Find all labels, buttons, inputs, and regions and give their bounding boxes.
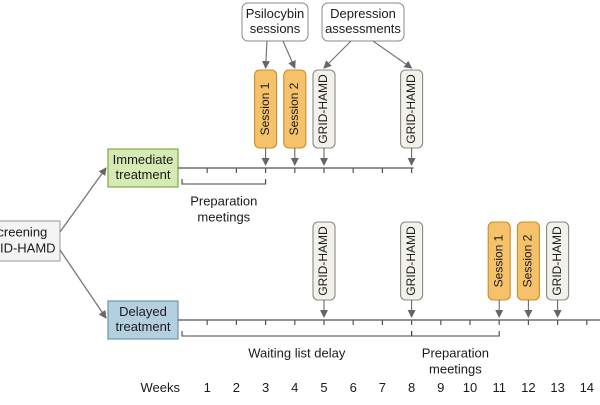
delayed-event-assessment: GRID-HAMD <box>312 221 336 318</box>
delayed-bracket <box>411 331 500 337</box>
immediate-event-session: Session 1 <box>254 69 278 166</box>
event-label: GRID-HAMD <box>404 74 418 144</box>
event-label: GRID-HAMD <box>550 226 564 296</box>
immediate-event-assessment: GRID-HAMD <box>400 69 424 166</box>
week-tick-label: 14 <box>580 380 594 395</box>
psilocybin-callout-arrow <box>282 40 296 69</box>
delayed-event-session: Session 2 <box>516 221 540 318</box>
week-tick-label: 8 <box>408 380 415 395</box>
immediate-arm-box <box>107 148 179 188</box>
event-label: Session 2 <box>521 234 535 287</box>
depression-callout-arrow <box>323 40 352 69</box>
depression-callout-box <box>321 2 405 42</box>
week-tick-label: 1 <box>204 380 211 395</box>
screening-box-frame <box>0 220 61 262</box>
event-label: Session 1 <box>258 82 272 135</box>
week-tick-label: 3 <box>262 380 269 395</box>
delayed-bracket-label: meetings <box>429 361 482 376</box>
immediate-arm-label: Immediate <box>113 152 174 167</box>
psilocybin-callout-label: sessions <box>250 21 301 36</box>
week-tick-label: 13 <box>550 380 564 395</box>
immediate-bracket-label: Preparation <box>190 193 257 208</box>
immediate-event-session: Session 2 <box>283 69 307 166</box>
psilocybin-callout-arrow <box>261 40 270 69</box>
delayed-arm-box <box>107 300 179 340</box>
arrow-to-immediate <box>59 167 107 233</box>
week-tick-label: 12 <box>521 380 535 395</box>
psilocybin-callout-box <box>241 2 309 42</box>
delayed-bracket <box>181 331 413 337</box>
screening-box: ScreeningGRID-HAMD <box>0 220 61 262</box>
week-tick-label: 6 <box>350 380 357 395</box>
immediate-event-assessment: GRID-HAMD <box>312 69 336 166</box>
event-label: Session 2 <box>287 82 301 135</box>
depression-callout-label: assessments <box>325 21 401 36</box>
immediate-bracket-label: meetings <box>197 209 250 224</box>
week-tick-label: 4 <box>291 380 298 395</box>
depression-callout-label: Depression <box>330 6 396 21</box>
psilocybin-callout-label: Psilocybin <box>246 6 305 21</box>
delayed-bracket-label: Preparation <box>422 345 489 360</box>
delayed-event-assessment: GRID-HAMD <box>546 221 570 318</box>
event-label: GRID-HAMD <box>316 74 330 144</box>
event-label: GRID-HAMD <box>316 226 330 296</box>
delayed-event-session: Session 1 <box>487 221 511 318</box>
event-label: Session 1 <box>491 234 505 287</box>
week-tick-label: 5 <box>320 380 327 395</box>
delayed-arm-label: Delayed <box>119 304 167 319</box>
week-tick-label: 9 <box>437 380 444 395</box>
weeks-axis-title: Weeks <box>141 380 181 395</box>
delayed-event-assessment: GRID-HAMD <box>400 221 424 318</box>
immediate-arm-label: treatment <box>116 167 171 182</box>
screening-label: GRID-HAMD <box>0 240 56 255</box>
screening-label: Screening <box>0 224 47 239</box>
immediate-bracket <box>181 179 267 185</box>
week-tick-label: 7 <box>379 380 386 395</box>
delayed-bracket-label: Waiting list delay <box>248 345 346 360</box>
event-label: GRID-HAMD <box>404 226 418 296</box>
week-tick-label: 10 <box>463 380 477 395</box>
week-tick-label: 11 <box>492 380 506 395</box>
depression-callout-arrow <box>372 40 413 69</box>
delayed-arm-label: treatment <box>116 319 171 334</box>
week-tick-label: 2 <box>233 380 240 395</box>
arrow-to-delayed <box>59 249 107 319</box>
